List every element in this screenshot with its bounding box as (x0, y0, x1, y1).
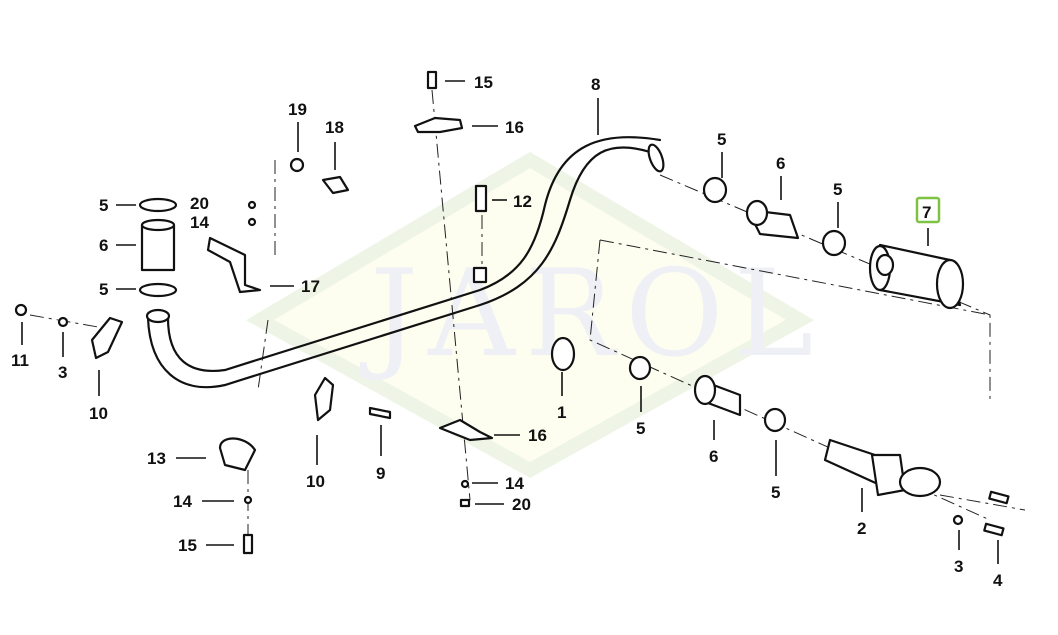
callout-15[interactable]: 15 (474, 73, 493, 92)
callout-2[interactable]: 2 (857, 519, 866, 538)
leader-lines (21, 80, 999, 564)
muffler-assembly (550, 176, 1010, 537)
callout-16[interactable]: 16 (528, 426, 547, 445)
callout-6[interactable]: 6 (99, 236, 108, 255)
callout-8[interactable]: 8 (591, 75, 600, 94)
callout-6[interactable]: 6 (709, 447, 718, 466)
callout-10[interactable]: 10 (89, 404, 108, 423)
callout-5[interactable]: 5 (771, 483, 780, 502)
callout-5[interactable]: 5 (833, 180, 842, 199)
callout-18[interactable]: 18 (325, 118, 344, 137)
callout-5[interactable]: 5 (717, 130, 726, 149)
callout-16[interactable]: 16 (505, 118, 524, 137)
left-hose-assembly (14, 70, 494, 555)
svg-text:JAROL: JAROL (359, 245, 823, 384)
callout-5[interactable]: 5 (99, 196, 108, 215)
callout-15[interactable]: 15 (178, 536, 197, 555)
callout-1[interactable]: 1 (557, 403, 566, 422)
watermark-logo: JAROL (245, 151, 823, 479)
callout-5[interactable]: 5 (636, 419, 645, 438)
callout-20[interactable]: 20 (190, 194, 209, 213)
callout-11[interactable]: 11 (11, 351, 29, 370)
callout-12[interactable]: 12 (513, 192, 532, 211)
callout-14[interactable]: 14 (190, 213, 209, 232)
callout-5[interactable]: 5 (99, 280, 108, 299)
callout-6[interactable]: 6 (776, 154, 785, 173)
callout-3[interactable]: 3 (954, 557, 963, 576)
callout-9[interactable]: 9 (376, 464, 385, 483)
highlight-box-part-7 (915, 196, 941, 224)
callout-10[interactable]: 10 (306, 472, 325, 491)
callout-19[interactable]: 19 (288, 100, 307, 119)
callouts: 15 16 8 19 18 12 5 6 5 7 5 20 14 6 17 5 … (11, 73, 1003, 590)
callout-20[interactable]: 20 (512, 495, 531, 514)
callout-14[interactable]: 14 (173, 492, 192, 511)
exhaust-pipe (145, 136, 665, 389)
callout-13[interactable]: 13 (147, 449, 166, 468)
callout-7[interactable]: 7 (922, 203, 931, 222)
callout-3[interactable]: 3 (58, 363, 67, 382)
callout-17[interactable]: 17 (301, 277, 320, 296)
callout-14[interactable]: 14 (505, 474, 524, 493)
callout-4[interactable]: 4 (993, 571, 1003, 590)
